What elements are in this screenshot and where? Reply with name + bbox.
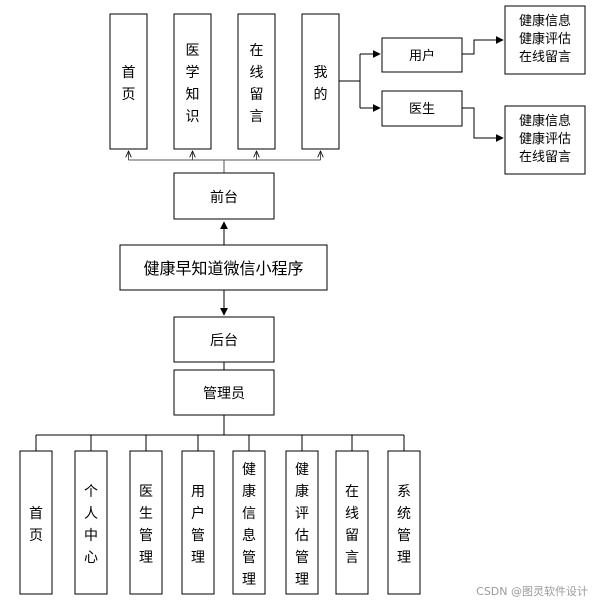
back-module-label-doctor-management: 医生管理 <box>139 484 153 566</box>
back-module-label-home: 首页 <box>29 506 43 544</box>
back-module-label-system-management: 系统管理 <box>397 484 411 566</box>
back-module-box-personal-center <box>74 450 108 595</box>
back-module-box-online-message <box>335 450 369 595</box>
front-module-label-home: 首页 <box>122 65 136 103</box>
branch-box-doctor <box>381 90 463 127</box>
branch-box-user <box>381 37 463 73</box>
back-module-box-health-info-management <box>232 450 266 595</box>
admin-box <box>173 369 275 416</box>
admin-label: 管理员 <box>203 386 245 402</box>
back-module-label-health-assessment-management: 健康评估管理 <box>295 462 309 588</box>
front-connectors <box>129 151 321 173</box>
back-module-box-home <box>19 450 53 595</box>
front-label: 前台 <box>210 189 238 206</box>
back-module-box-health-assessment-management <box>285 450 319 595</box>
front-module-box-medical-knowledge <box>173 13 212 150</box>
mine-branch-connectors <box>339 36 504 142</box>
doctor-feature-online-message: 在线留言 <box>519 150 571 165</box>
doctor-feature-health-info: 健康信息 <box>519 113 571 129</box>
feature-box-doctor <box>504 105 586 175</box>
user-feature-health-assessment: 健康评估 <box>519 31 571 47</box>
front-module-box-home <box>109 13 148 150</box>
front-box <box>173 172 275 220</box>
front-module-label-medical-knowledge: 医学知识 <box>186 43 200 125</box>
front-modules: 首页 医学知识 在线留言 我的 <box>109 13 340 150</box>
back-module-box-system-management <box>387 450 421 595</box>
back-modules: 首页 个人中心 医生管理 用户管理 健康信息管理 健康评估管理 在线留言 系统管… <box>19 450 421 595</box>
branch-label-user: 用户 <box>409 48 435 64</box>
feature-box-user <box>504 5 586 75</box>
mine-branch-doctor: 医生 健康信息 健康评估 在线留言 <box>381 90 586 175</box>
doctor-feature-health-assessment: 健康评估 <box>519 131 571 147</box>
watermark: CSDN @图灵软件设计 <box>476 584 588 598</box>
back-module-label-personal-center: 个人中心 <box>84 484 98 566</box>
back-box <box>173 316 275 363</box>
front-module-box-online-message <box>237 13 276 150</box>
back-connectors <box>35 415 405 451</box>
front-module-label-online-message: 在线留言 <box>250 43 264 125</box>
back-module-box-user-management <box>181 450 215 595</box>
front-module-label-mine: 我的 <box>314 65 328 103</box>
user-feature-health-info: 健康信息 <box>519 13 571 29</box>
back-module-box-doctor-management <box>129 450 163 595</box>
root-box <box>119 244 328 291</box>
root-label: 健康早知道微信小程序 <box>143 259 303 278</box>
back-module-label-health-info-management: 健康信息管理 <box>242 462 256 588</box>
branch-label-doctor: 医生 <box>409 102 435 117</box>
front-module-box-mine <box>301 13 340 150</box>
user-feature-online-message: 在线留言 <box>519 50 571 65</box>
back-module-label-user-management: 用户管理 <box>191 484 205 566</box>
back-module-label-online-message: 在线留言 <box>345 484 359 566</box>
mine-branch-user: 用户 健康信息 健康评估 在线留言 <box>381 5 586 75</box>
back-label: 后台 <box>210 333 238 349</box>
